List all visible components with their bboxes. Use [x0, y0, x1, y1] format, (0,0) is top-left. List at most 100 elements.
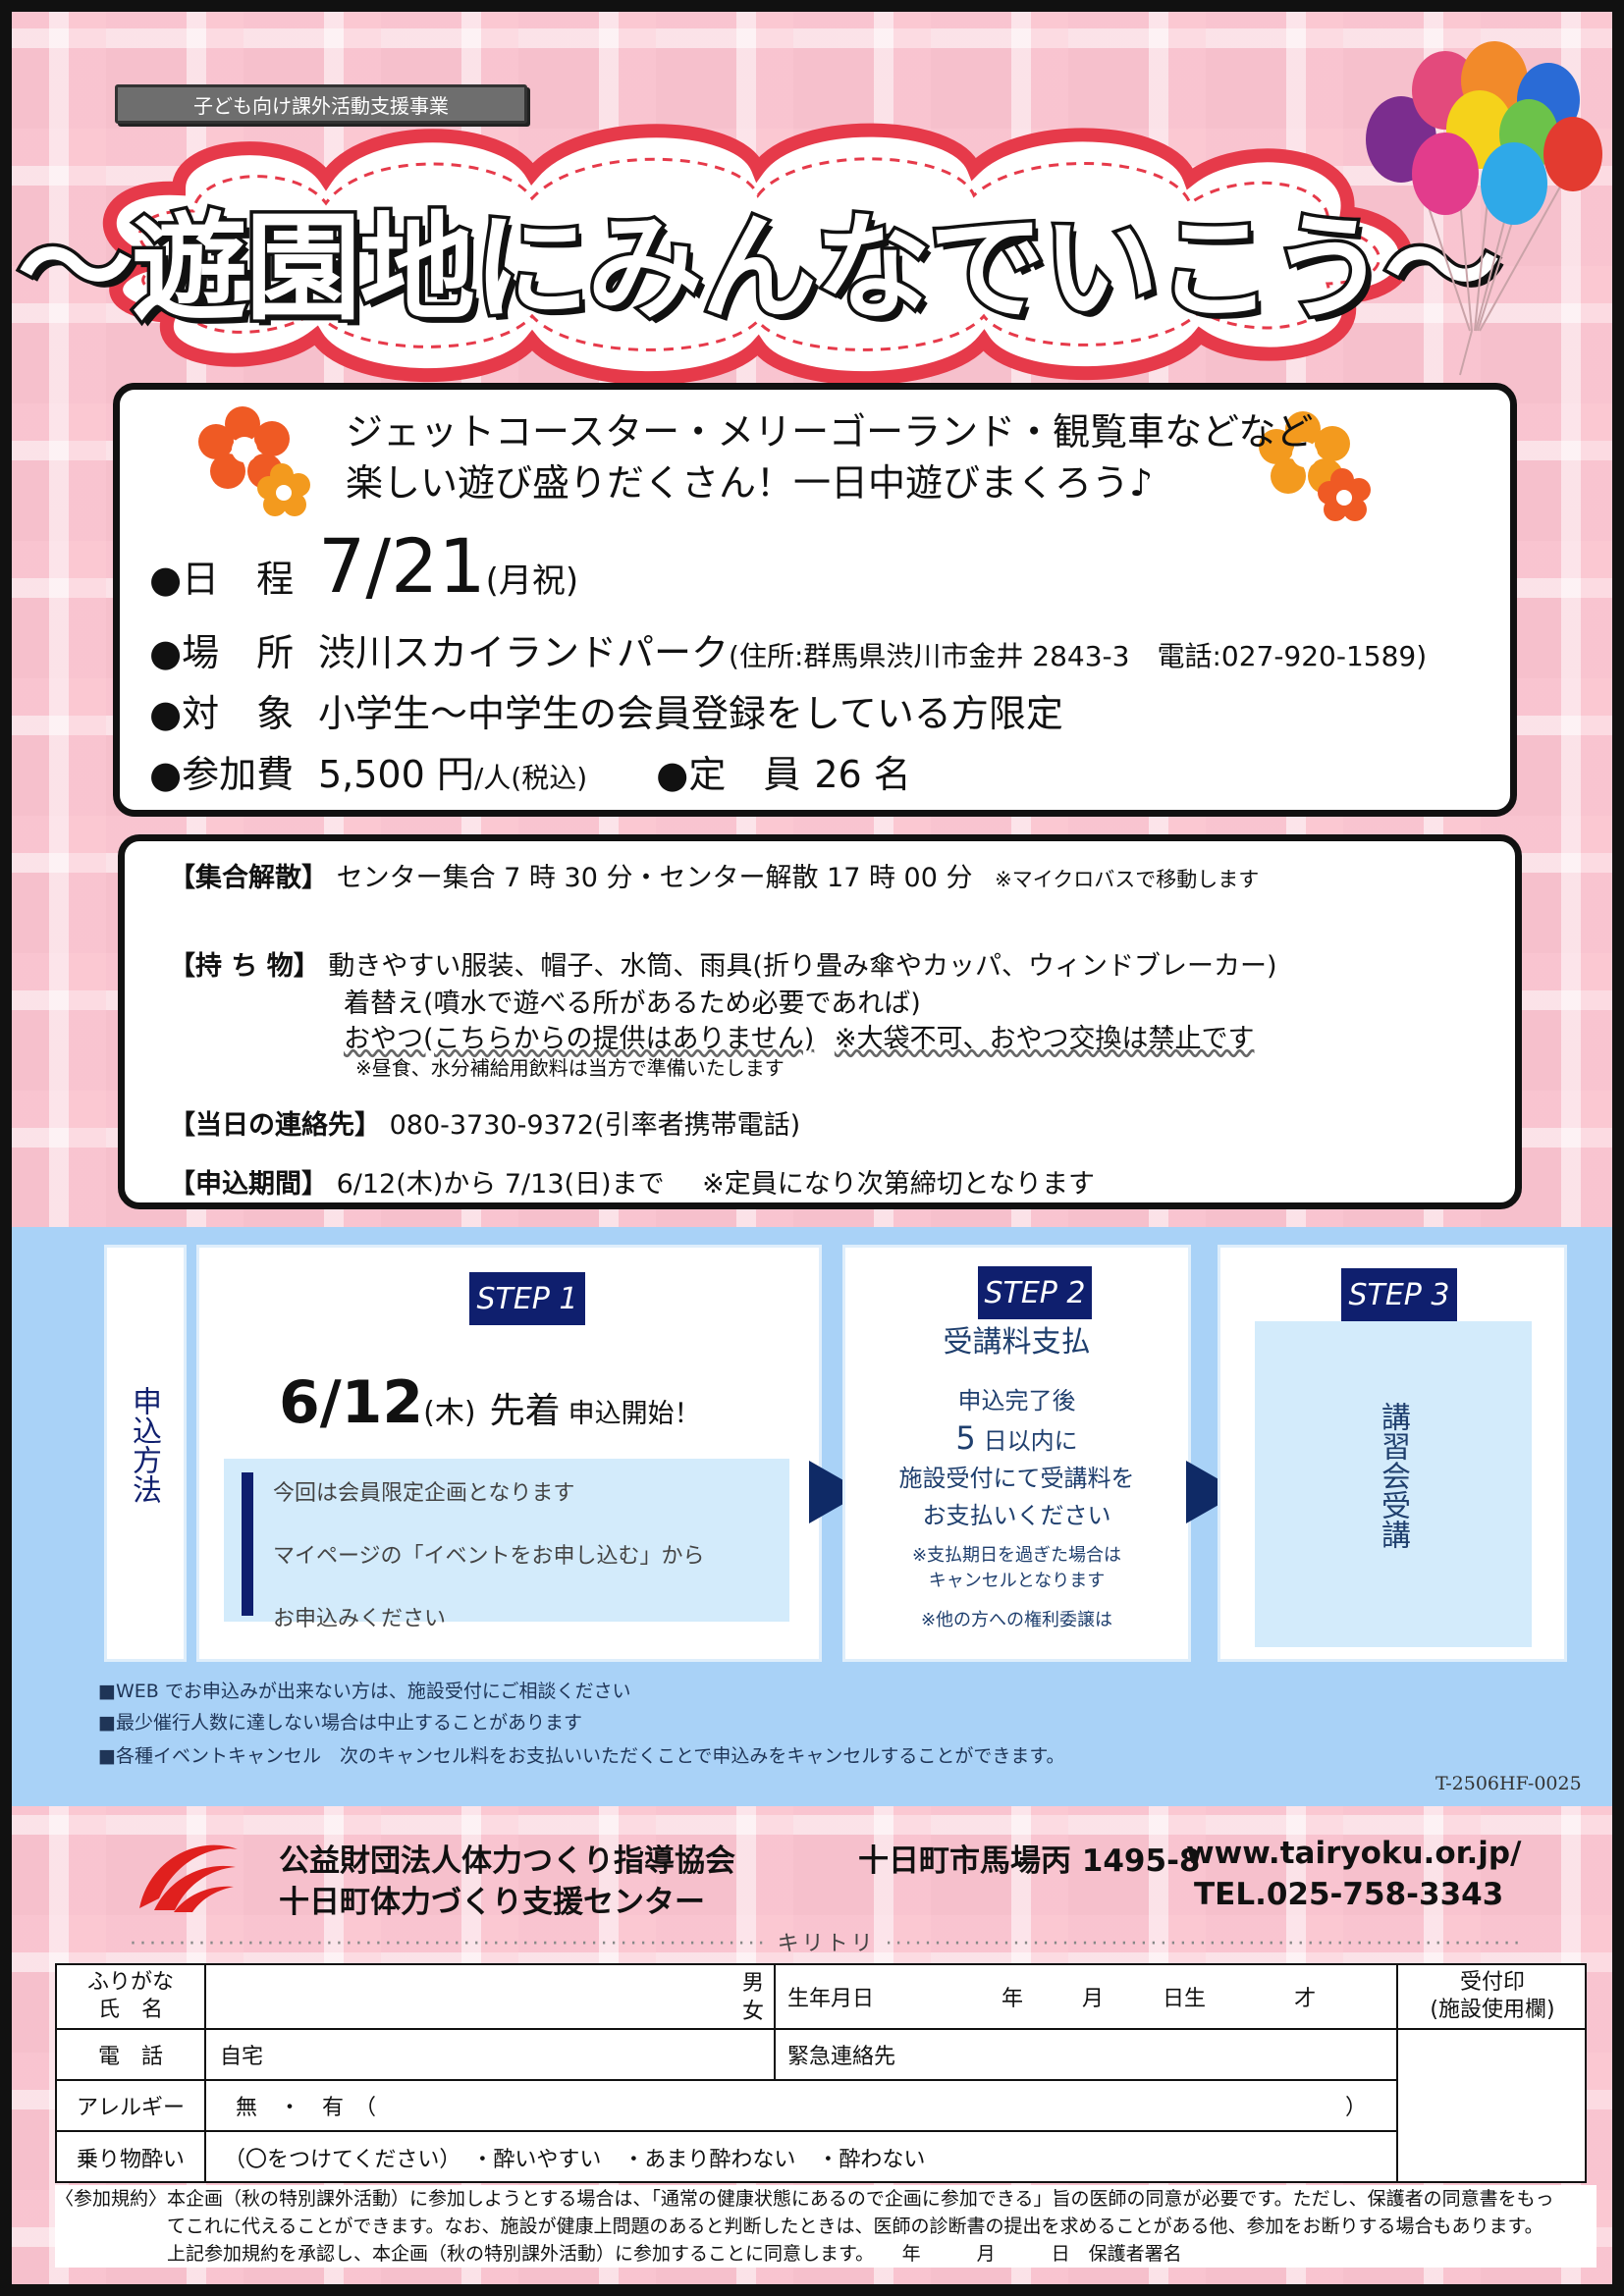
application-form: ふりがな 氏 名 男 女 生年月日 年 月 日生 才 受付印 (施設使用欄) 電… — [55, 1963, 1587, 2183]
contact-value: 080-3730-9372(引率者携帯電話) — [389, 1110, 801, 1141]
period-note: ※定員になり次第締切となります — [702, 1169, 1095, 1200]
contact-label: 【当日の連絡先】 — [169, 1110, 381, 1141]
birth-label: 生年月日 — [787, 1987, 875, 2011]
date-suffix: (月祝) — [485, 561, 579, 601]
period-row: 【申込期間】 6/12(木)から 7/13(日)まで ※定員になり次第締切となり… — [169, 1162, 1095, 1201]
step1-info: 今回は会員限定企画となります マイページの「イベントをお申し込む」から お申込み… — [273, 1463, 705, 1651]
meet-row: 【集合解散】 センター集合 7 時 30 分・センター解散 17 時 00 分 … — [169, 856, 1259, 894]
contact-row: 【当日の連絡先】 080-3730-9372(引率者携帯電話) — [169, 1103, 800, 1142]
step2-badge: STEP 2 — [978, 1266, 1092, 1319]
step2-notes: ※支払期日を過ぎた場合は キャンセルとなります ※他の方への権利委譲は — [842, 1543, 1191, 1633]
step1-badge: STEP 1 — [469, 1272, 585, 1325]
place-row: ●場 所 渋川スカイランドパーク (住所:群馬県渋川市金井 2843-3 電話:… — [149, 622, 1427, 676]
step3-text: 講習会受講 — [1376, 1402, 1410, 1549]
place-detail: (住所:群馬県渋川市金井 2843-3 電話:027-920-1589) — [729, 640, 1428, 672]
gender-female[interactable]: 女 — [741, 2000, 764, 2024]
allergy-close: ） — [1344, 2096, 1367, 2120]
event-info-box — [113, 383, 1517, 817]
stamp-area — [1398, 2030, 1587, 2183]
step2-line: 申込完了後 — [957, 1387, 1076, 1415]
gender-male[interactable]: 男 — [741, 1971, 764, 1996]
fee-label: ●参加費 — [149, 753, 295, 796]
step2-title: 受講料支払 — [943, 1325, 1091, 1360]
step2-days-text: 日以内に — [983, 1427, 1078, 1455]
step1-heading: 6/12 (木) 先着 申込開始！ — [279, 1368, 701, 1437]
step2-note: ※他の方への権利委譲は — [920, 1610, 1113, 1630]
place-value: 渋川スカイランドパーク — [318, 631, 730, 674]
day-label: 日生 — [1163, 1987, 1207, 2011]
snack-note: ※大袋不可、おやつ交換は禁止です — [834, 1024, 1255, 1054]
address: 十日町市馬場丙 1495-8 — [858, 1843, 1201, 1879]
step2-line: お支払いください — [922, 1502, 1111, 1529]
place-label: ●場 所 — [149, 631, 295, 674]
step1-accent-bar — [242, 1472, 253, 1616]
step1-line: マイページの「イベントをお申し込む」から — [273, 1544, 705, 1569]
allergy-options[interactable]: 無 ・ 有 （ — [236, 2096, 377, 2120]
home-phone-field[interactable]: 自宅 — [206, 2030, 776, 2081]
terms-line: 〈参加規約〉本企画（秋の特別課外活動）に参加しようとする場合は、「通常の健康状態… — [55, 2188, 1554, 2210]
stamp-label: 受付印 — [1459, 1970, 1525, 1995]
title-cloud — [102, 123, 1413, 386]
date-value: 7/21 — [318, 522, 486, 610]
step2-note: ※支払期日を過ぎた場合は — [911, 1545, 1122, 1566]
stamp-sub-label: (施設使用欄) — [1430, 1998, 1555, 2022]
target-label: ●対 象 — [149, 692, 295, 735]
motion-sickness-options[interactable]: （〇をつけてください） ・酔いやすい ・あまり酔わない ・酔わない — [224, 2148, 926, 2172]
cut-line-label: キリトリ — [777, 1932, 876, 1956]
home-label: 自宅 — [220, 2045, 264, 2069]
name-field[interactable]: 男 女 — [206, 1965, 776, 2030]
gender-options[interactable]: 男 女 — [742, 1969, 764, 2026]
target-row: ●対 象 小学生～中学生の会員登録をしている方限定 — [149, 683, 1063, 737]
fee-unit: /人(税込) — [473, 762, 588, 794]
items-row: 【持 ち 物】 動きやすい服装、帽子、水筒、雨具(折り畳み傘やカッパ、ウィンドブ… — [169, 944, 1276, 983]
furigana-label: ふりがな — [86, 1970, 174, 1995]
birthdate-field[interactable]: 生年月日 年 月 日生 才 — [776, 1965, 1398, 2030]
step1-lead-suffix: 申込開始！ — [568, 1399, 701, 1429]
target-value: 小学生～中学生の会員登録をしている方限定 — [318, 692, 1063, 735]
period-value: 6/12(木)から 7/13(日)まで — [336, 1169, 665, 1200]
flower-icon — [198, 406, 310, 516]
band-note: ■各種イベントキャンセル 次のキャンセル料をお支払いいただくことで申込みをキャン… — [98, 1745, 1065, 1767]
balloons-icon — [1366, 41, 1602, 376]
band-note: ■最少催行人数に達しない場合は中止することがあります — [98, 1712, 582, 1734]
items-label: 【持 ち 物】 — [169, 951, 320, 982]
step1-lead: 先着 — [489, 1391, 561, 1431]
method-panel — [104, 1245, 187, 1662]
program-tag: 子ども向け課外活動支援事業 — [115, 84, 527, 124]
month-label: 月 — [1082, 1987, 1105, 2011]
step3-badge: STEP 3 — [1341, 1268, 1457, 1321]
center-name: 十日町体力づくり支援センター — [279, 1885, 705, 1920]
document-code: T-2506HF-0025 — [1435, 1773, 1582, 1794]
year-label: 年 — [1001, 1987, 1024, 2011]
stamp-header: 受付印 (施設使用欄) — [1398, 1965, 1587, 2030]
items-line: おやつ(こちらからの提供はありません) ※大袋不可、おやつ交換は禁止です — [344, 1017, 1254, 1055]
meet-value: センター集合 7 時 30 分・センター解散 17 時 00 分 — [336, 863, 973, 893]
motion-sickness-field[interactable]: （〇をつけてください） ・酔いやすい ・あまり酔わない ・酔わない — [206, 2132, 1398, 2183]
website-link[interactable]: www.tairyoku.or.jp/ — [1186, 1836, 1522, 1871]
main-title: ～遊園地にみんなでいこう～ — [15, 196, 1504, 339]
emergency-label: 緊急連絡先 — [787, 2045, 896, 2069]
date-row: ●日 程 7/21 (月祝) — [149, 522, 578, 610]
step2-line: 施設受付にて受講料を — [898, 1465, 1135, 1492]
intro-line: ジェットコースター・メリーゴーランド・観覧車などなど — [346, 410, 1314, 454]
terms-line: 上記参加規約を承認し、本企画（秋の特別課外活動）に参加することに同意します。 年… — [167, 2243, 1182, 2265]
motion-sickness-label: 乗り物酔い — [57, 2132, 206, 2183]
step3-box — [1255, 1321, 1532, 1647]
cut-line: ········································… — [130, 1932, 1524, 1956]
step2-days: 5 — [955, 1419, 976, 1457]
step1-info-box — [224, 1459, 789, 1622]
step1-date: 6/12 — [279, 1368, 424, 1437]
allergy-field[interactable]: 無 ・ 有 （ ） — [206, 2081, 1398, 2132]
method-label: 申込方法 — [127, 1386, 161, 1504]
emergency-contact-field[interactable]: 緊急連絡先 — [776, 2030, 1398, 2081]
organization-logo-icon — [139, 1844, 238, 1912]
date-label: ●日 程 — [149, 558, 295, 601]
name-label-cell: ふりがな 氏 名 — [57, 1965, 206, 2030]
name-label: 氏 名 — [97, 1998, 163, 2022]
fee-row: ●参加費 5,500 円 /人(税込) ●定 員 26 名 — [149, 744, 911, 798]
fee-value: 5,500 円 — [318, 753, 474, 796]
band-note: ■WEB でお申込みが出来ない方は、施設受付にご相談ください — [98, 1681, 631, 1702]
